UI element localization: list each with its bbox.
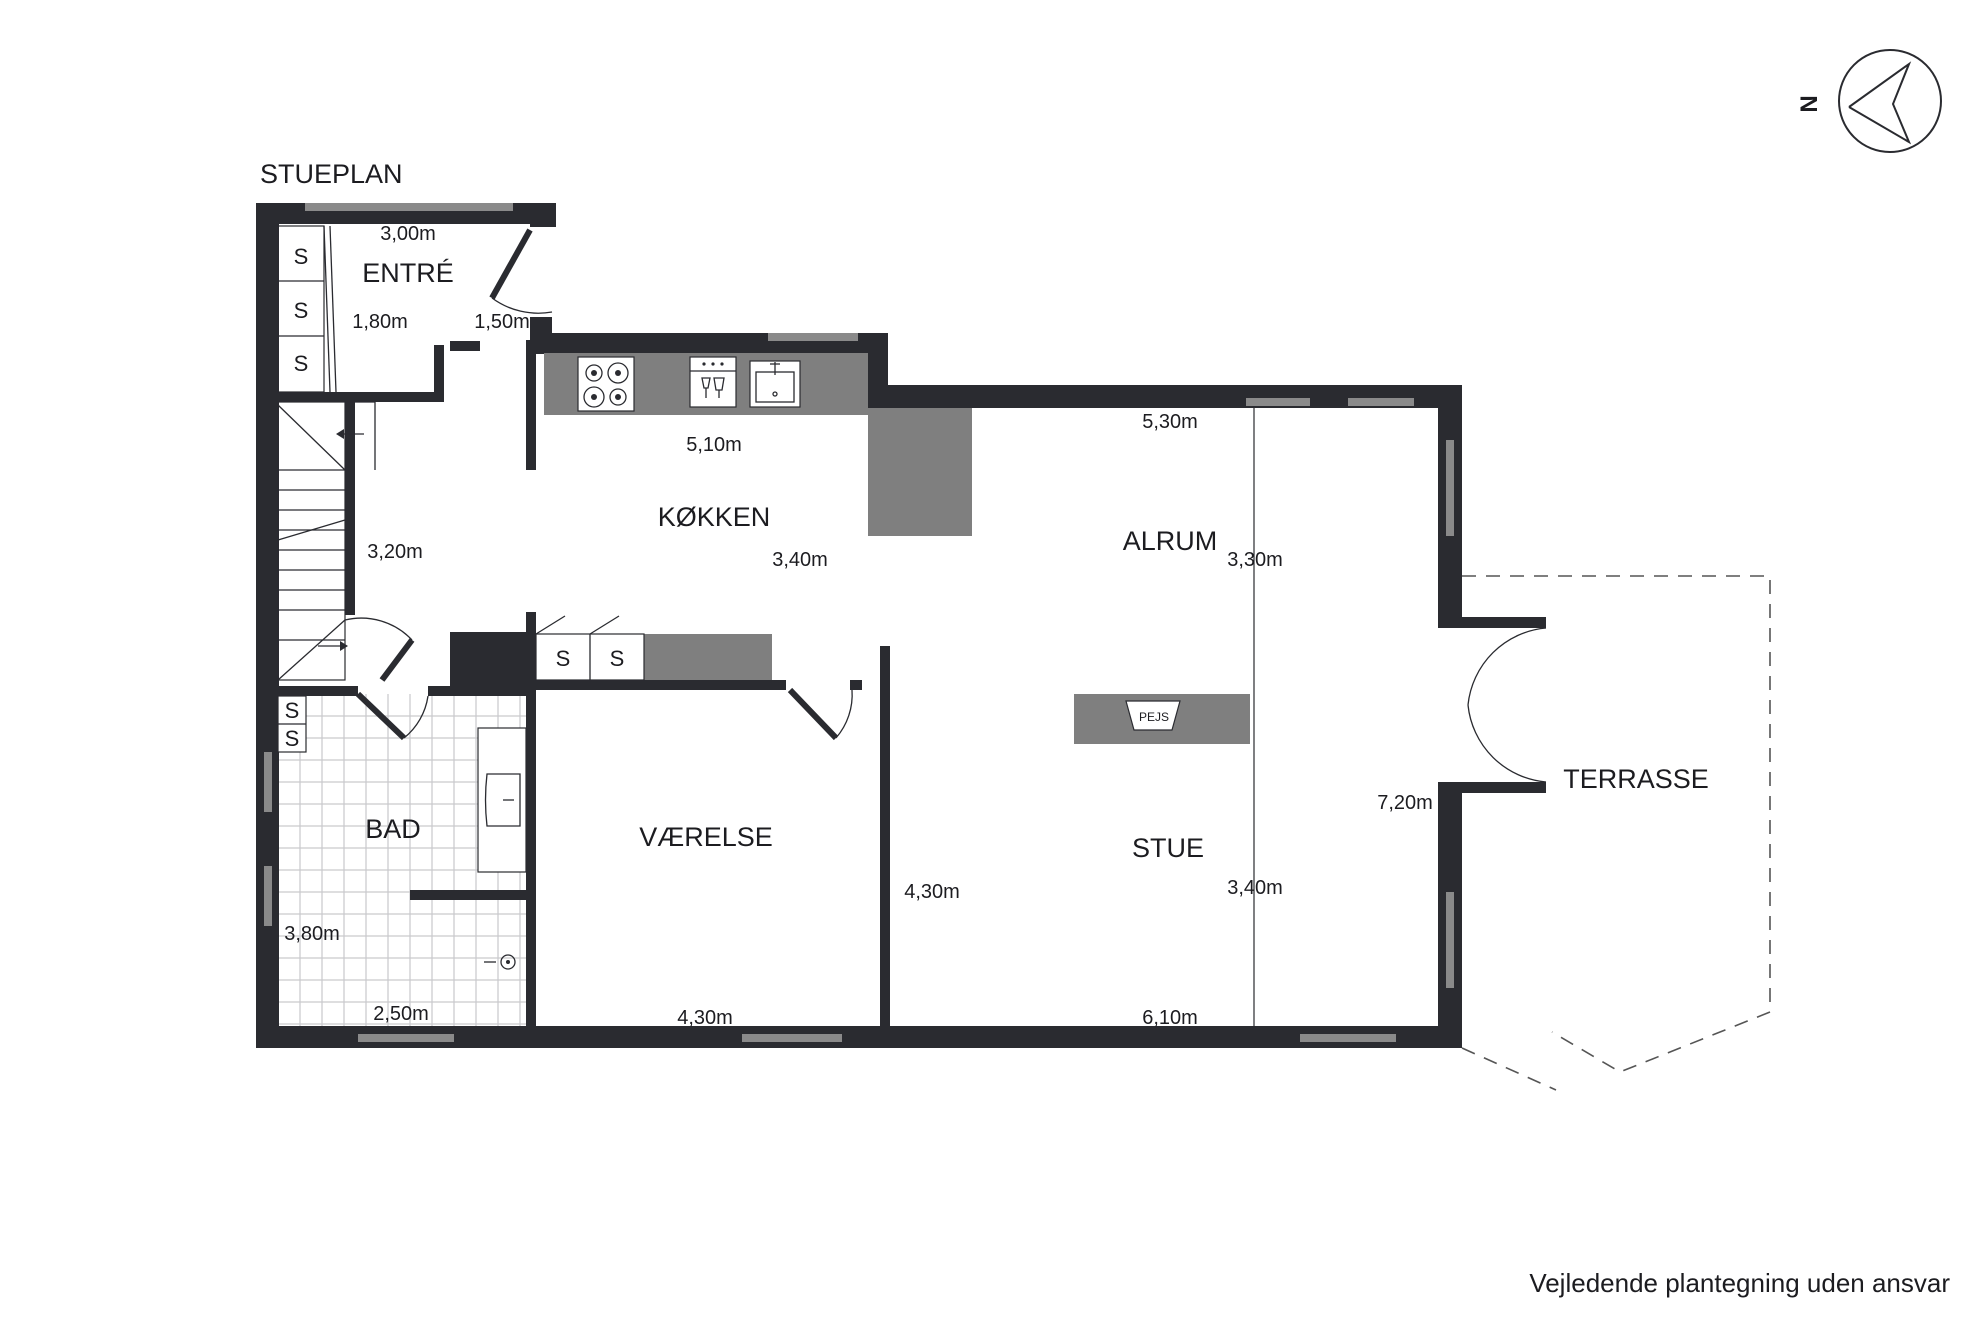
room-label-stue: STUE (1132, 833, 1204, 863)
dimension-label: 3,40m (1227, 877, 1283, 899)
north-compass-icon: N (1796, 49, 1942, 153)
dimension-label: 4,30m (677, 1007, 733, 1029)
compass-letter: N (1796, 95, 1823, 112)
room-label-alrum: ALRUM (1123, 526, 1218, 556)
dimension-labels: 3,00m 1,80m 1,50m 5,10m 3,20m 3,40m 5,30… (284, 223, 1433, 1029)
dimension-label: 5,30m (1142, 411, 1198, 433)
stove-icon (577, 356, 635, 412)
fireplace-label: PEJS (1139, 710, 1169, 724)
dishwasher-icon (689, 356, 737, 408)
dimension-label: 2,50m (373, 1003, 429, 1025)
room-label-vaerelse: VÆRELSE (639, 822, 773, 852)
dimension-label: 3,40m (772, 549, 828, 571)
doors (344, 228, 1547, 783)
room-label-kokken: KØKKEN (658, 502, 771, 532)
closet-label: S (285, 726, 300, 751)
disclaimer-text: Vejledende plantegning uden ansvar (1529, 1268, 1950, 1298)
dimension-label: 7,20m (1377, 792, 1433, 814)
dimension-label: 1,80m (352, 311, 408, 333)
dimension-label: 3,80m (284, 923, 340, 945)
dimension-label: 1,50m (474, 311, 530, 333)
closet-label: S (610, 646, 625, 671)
dimension-label: 6,10m (1142, 1007, 1198, 1029)
dimension-label: 5,10m (686, 434, 742, 456)
bathroom-sink-icon (477, 727, 527, 873)
closet-label: S (294, 351, 309, 376)
dimension-label: 4,30m (904, 881, 960, 903)
room-label-entre: ENTRÉ (362, 258, 454, 288)
room-labels: ENTRÉ KØKKEN ALRUM BAD VÆRELSE STUE TERR… (362, 258, 1709, 863)
kitchen-sink-icon (749, 360, 801, 408)
closets: S S S S S S S (277, 225, 645, 753)
shower-drain-icon (484, 954, 516, 970)
windows (264, 203, 1454, 1042)
fireplace-icon: PEJS (1125, 700, 1181, 731)
closet-label: S (294, 298, 309, 323)
staircase (277, 401, 376, 681)
dimension-label: 3,00m (380, 223, 436, 245)
dimension-label: 3,30m (1227, 549, 1283, 571)
closet-label: S (294, 244, 309, 269)
dimension-label: 3,20m (367, 541, 423, 563)
closet-label: S (285, 698, 300, 723)
closet-label: S (556, 646, 571, 671)
plan-title: STUEPLAN (260, 159, 403, 189)
room-label-terrasse: TERRASSE (1563, 764, 1709, 794)
room-label-bad: BAD (365, 814, 421, 844)
terrace-outline (1461, 575, 1771, 1091)
